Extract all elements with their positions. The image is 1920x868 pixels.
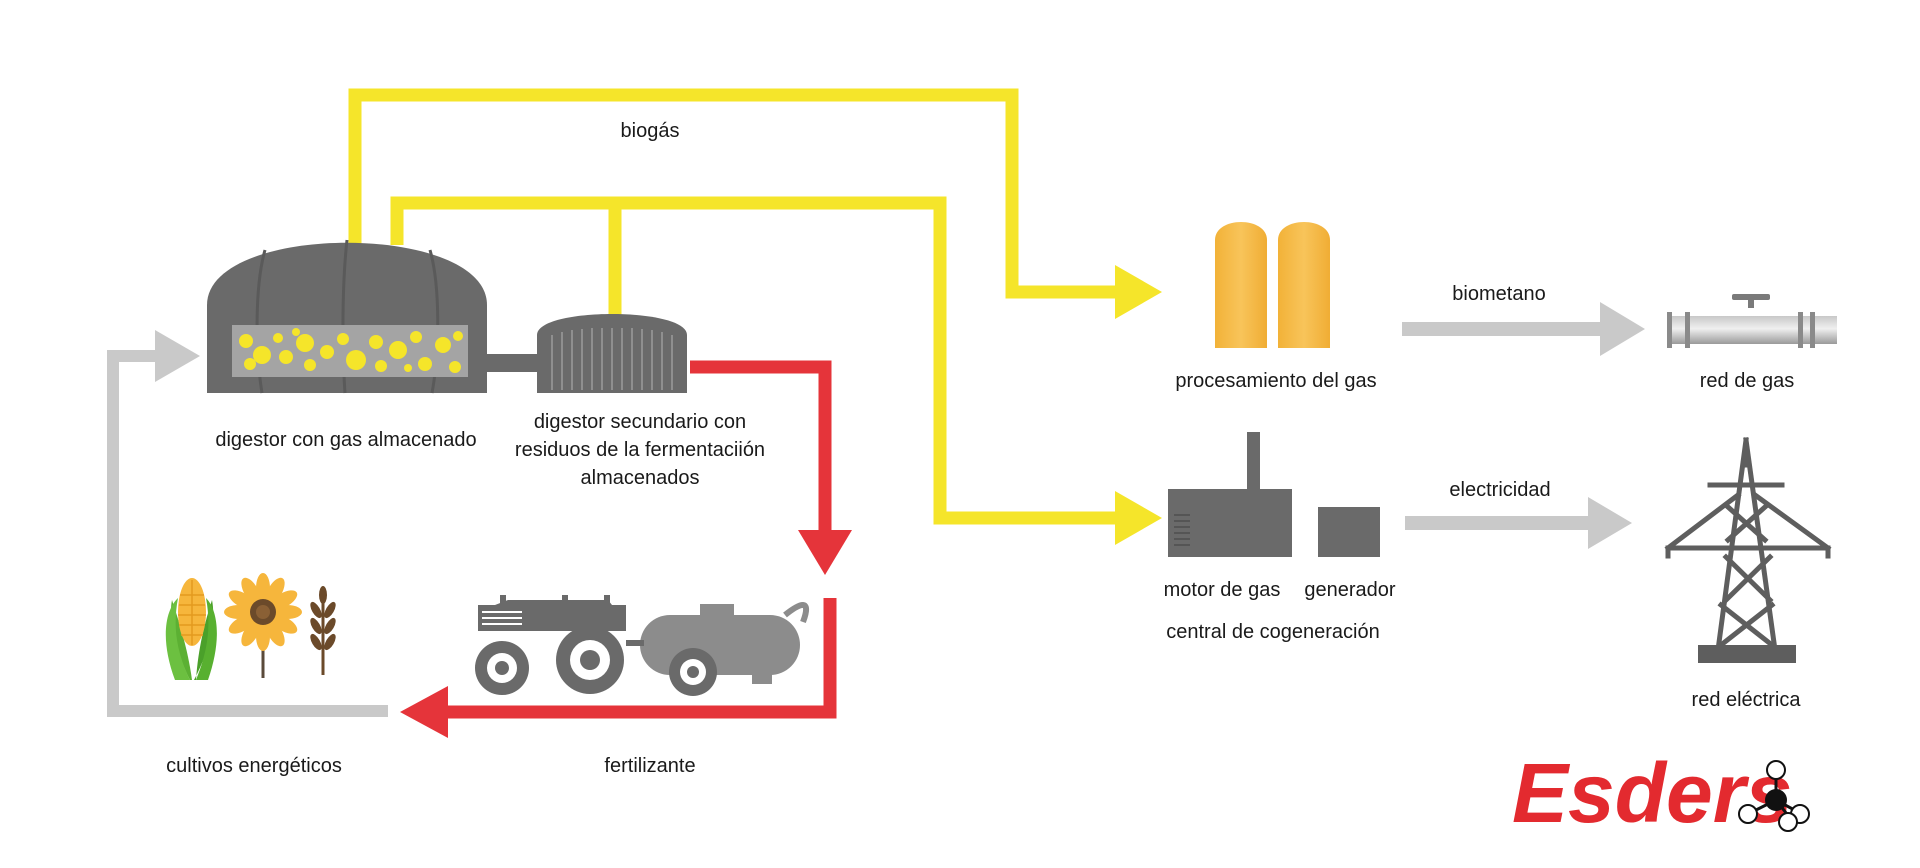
logo-text: Esders [1512, 746, 1792, 840]
gas-engine-icon [1168, 432, 1292, 557]
fertilizer-arrow-head-left [400, 686, 448, 738]
label-secundario-line1: digestor secundario con [534, 411, 746, 433]
label-digestor: digestor con gas almacenado [215, 429, 476, 451]
power-pylon-icon [1664, 437, 1832, 653]
label-secundario-line3: almacenados [581, 467, 700, 489]
label-secundario-line2: residuos de la fermentaciión [515, 439, 765, 461]
digester-dome-icon [207, 239, 487, 394]
biogas-flow [348, 88, 1125, 525]
electricidad-arrow-head [1588, 497, 1632, 549]
sunflower-icon [224, 573, 302, 678]
label-generador: generador [1304, 579, 1396, 601]
label-electricidad: electricidad [1449, 479, 1550, 501]
crops-return-arrow-head [155, 330, 200, 382]
label-red-gas: red de gas [1700, 370, 1795, 392]
label-cultivos: cultivos energéticos [166, 755, 342, 777]
biogas-arrow-head-processing [1115, 265, 1162, 319]
biogas-inner-line [390, 196, 1125, 525]
methane-molecule-icon [1738, 760, 1810, 832]
wheat-icon [310, 586, 336, 675]
label-motor: motor de gas [1164, 579, 1281, 601]
tractor-tanker-icon [475, 595, 810, 696]
biometano-arrow-head [1600, 302, 1645, 356]
label-biogas: biogás [621, 120, 680, 142]
pipeline-icon [1667, 294, 1837, 348]
digester-connection-pipe [487, 354, 537, 372]
esders-logo: Esders [1512, 746, 1810, 840]
label-procesamiento: procesamiento del gas [1175, 370, 1376, 392]
biogas-arrow-head-chp [1115, 491, 1162, 545]
corn-icon [165, 578, 217, 680]
fertilizer-arrow-head-down [798, 530, 852, 575]
crops-return-line [107, 350, 388, 717]
biogas-outer-line [348, 88, 1125, 299]
label-biometano: biometano [1452, 283, 1545, 305]
fertilizer-flow [440, 360, 837, 719]
label-fertilizante: fertilizante [604, 755, 695, 777]
fertilizer-line-bottom [440, 598, 837, 719]
secondary-digester-icon [537, 314, 687, 393]
power-pylon-base [1698, 645, 1796, 663]
gas-tank-icon [1215, 222, 1330, 348]
label-red-electrica: red eléctrica [1692, 689, 1802, 711]
generator-icon [1318, 507, 1380, 557]
label-central: central de cogeneración [1166, 621, 1379, 643]
fertilizer-line-top [690, 360, 832, 535]
